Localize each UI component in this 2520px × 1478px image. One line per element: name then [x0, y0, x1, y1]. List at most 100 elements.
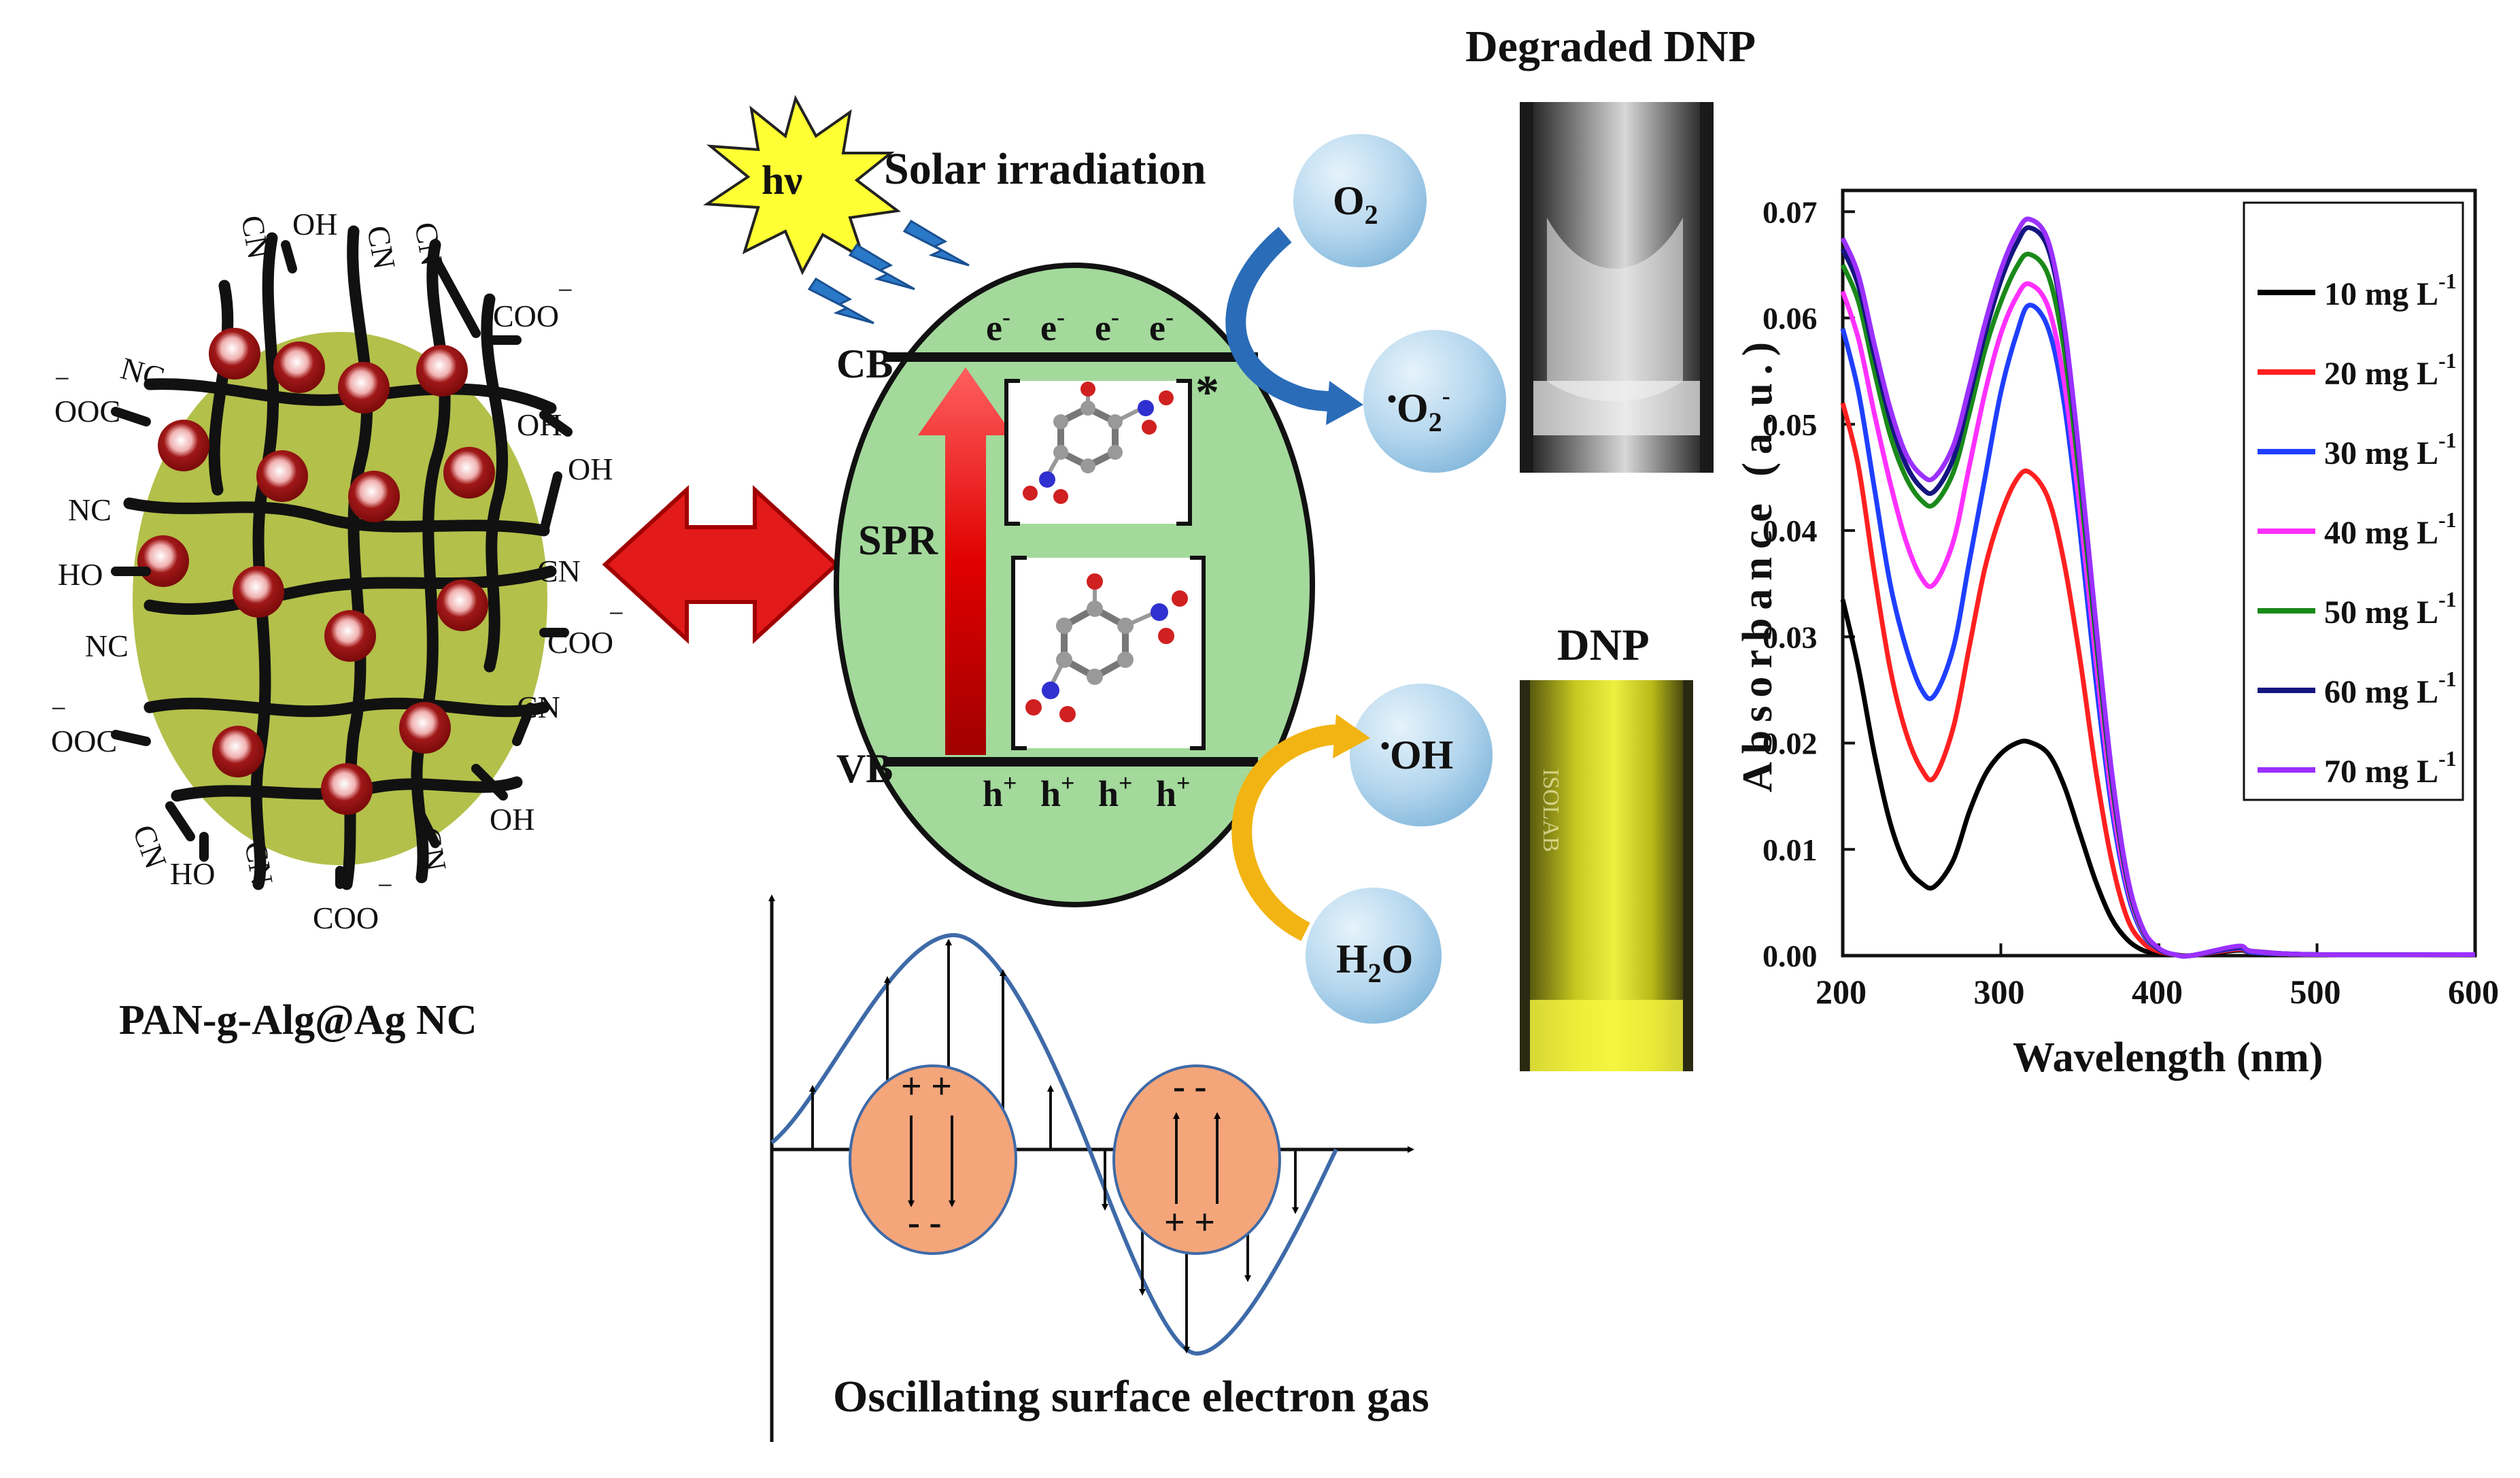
x-tick-label: 400: [2132, 973, 2183, 1011]
group-cn-left-top: CN: [235, 213, 276, 262]
group-cn-right-3: CN: [517, 690, 560, 724]
superoxide-label: •O2-: [1387, 382, 1450, 437]
y-tick-label: 0.03: [1763, 620, 1818, 654]
y-tick-label: 0.06: [1763, 301, 1818, 336]
electron-4: e-: [1149, 303, 1174, 348]
y-tick-label: 0.01: [1763, 833, 1818, 867]
group-cn-bottom: CN: [238, 839, 279, 888]
nitro-nitrogen: [1138, 400, 1154, 416]
charge-right: −: [609, 598, 624, 628]
legend-label-4: 40 mg L-1: [2324, 507, 2457, 551]
functional-group-bonds: [111, 240, 573, 889]
spr-label: SPR: [858, 518, 938, 564]
group-ooc-left: OOC: [54, 394, 120, 429]
y-tick-label: 0.04: [1763, 514, 1818, 548]
group-nc-left-3: NC: [85, 628, 129, 663]
group-coo-right: COO: [547, 625, 613, 660]
degraded-title: Degraded DNP: [1465, 22, 1756, 71]
charge-left-1: −: [54, 363, 70, 394]
mechanism-panel: hν Solar irradiation CB VB SPR e- e- e- …: [702, 95, 1506, 1024]
group-ooc-left-2: OOC: [51, 724, 117, 758]
group-nc-left-top: NC: [117, 350, 168, 395]
hole-1: h+: [983, 769, 1017, 814]
x-tick-label: 200: [1816, 973, 1867, 1011]
group-cn-right-1: OH: [517, 407, 562, 442]
hydroxyl-bubble: [1350, 684, 1493, 826]
oxidation-arrow: [1231, 724, 1340, 941]
electron-cloud-1: [849, 1064, 1017, 1255]
group-coo-bottom: COO: [313, 901, 379, 935]
chart-series-lines: [1840, 216, 2476, 959]
double-arrow: [602, 485, 840, 644]
dnp-title: DNP: [1557, 620, 1650, 670]
nanocomposite-illustration: OH CN CN CN COO − OOC − NC OH OH NC HO C…: [51, 207, 624, 1043]
legend-label-1: 10 mg L-1: [2324, 269, 2457, 312]
group-coo-top-right: COO: [493, 299, 559, 333]
x-tick-label: 500: [2290, 973, 2341, 1011]
cloud2-minus: - -: [1173, 1066, 1206, 1107]
lightning-bolts: [807, 219, 970, 324]
vial-text: ISOLAB: [1538, 769, 1563, 852]
legend-label-5: 50 mg L-1: [2324, 587, 2457, 631]
photos-panel: Degraded DNP DNP ISOLAB: [1465, 22, 1756, 1071]
o2-bubble: [1293, 134, 1427, 267]
hole-3: h+: [1098, 769, 1133, 814]
electron-3: e-: [1095, 303, 1119, 348]
water-label: H2O: [1336, 937, 1413, 988]
group-cn-bottom-right: CN: [411, 825, 453, 874]
group-oh-top: OH: [292, 207, 337, 241]
nanocomposite-caption: PAN-g-Alg@Ag NC: [119, 997, 477, 1043]
legend-label-6: 60 mg L-1: [2324, 667, 2457, 710]
sun-icon: [702, 95, 902, 275]
vb-label: VB: [836, 746, 893, 791]
charge-left-2: −: [51, 693, 67, 724]
cloud2-plus: + +: [1164, 1202, 1215, 1243]
solar-label: Solar irradiation: [884, 144, 1206, 194]
legend-box: [2243, 201, 2464, 801]
chart-legend: 10 mg L-120 mg L-130 mg L-140 mg L-150 m…: [2243, 201, 2464, 801]
x-tick-label: 300: [1974, 973, 2025, 1011]
y-tick-label: 0.00: [1763, 939, 1818, 973]
y-tick-label: 0.02: [1763, 726, 1818, 761]
y-tick-label: 0.07: [1763, 195, 1818, 229]
y-axis-label: Absorbance (a.u.): [1735, 334, 1781, 792]
group-cn-right-2: CN: [537, 554, 581, 588]
oscillation-caption: Oscillating surface electron gas: [833, 1372, 1429, 1422]
y-tick-label: 0.05: [1763, 407, 1818, 442]
cb-label: CB: [836, 341, 893, 386]
cloud1-plus: + +: [901, 1066, 952, 1107]
group-cn-bottom-left: CN: [126, 820, 174, 873]
water-bubble: [1306, 888, 1442, 1024]
excited-molecule: *: [1004, 367, 1219, 526]
hydroxyl-label: •OH: [1380, 730, 1453, 777]
x-axis-label: Wavelength (nm): [2013, 1035, 2323, 1081]
hole-4: h+: [1156, 769, 1191, 814]
oscillation-panel: + + - - - - + + Oscillating surface elec…: [768, 894, 1429, 1442]
spr-arrow: [918, 367, 1013, 755]
excited-mark: *: [1195, 367, 1219, 419]
reduction-arrow: [1225, 226, 1333, 412]
electron-cloud-2: [1112, 1064, 1281, 1255]
hv-label: hν: [762, 158, 802, 203]
group-cn-top2: CN: [408, 220, 449, 269]
group-nc-left-2: NC: [68, 492, 112, 527]
oscillation-wave: [770, 933, 1338, 1356]
legend-label-7: 70 mg L-1: [2324, 746, 2457, 790]
group-oh-right-1: OH: [568, 452, 613, 486]
group-ho-left: HO: [58, 557, 103, 592]
charge-bottom: −: [377, 870, 393, 901]
cloud1-minus: - -: [908, 1202, 941, 1243]
series-line-7: [1840, 216, 2476, 959]
superoxide-bubble: [1363, 330, 1506, 473]
group-oh-bottom-right: OH: [490, 802, 534, 837]
silver-nanoparticles: [137, 328, 495, 815]
group-ho-bottom: HO: [170, 856, 215, 891]
electron-2: e-: [1040, 303, 1065, 348]
electron-1: e-: [986, 303, 1010, 348]
o2-label: O2: [1333, 178, 1378, 230]
ground-molecule: [1011, 556, 1206, 750]
